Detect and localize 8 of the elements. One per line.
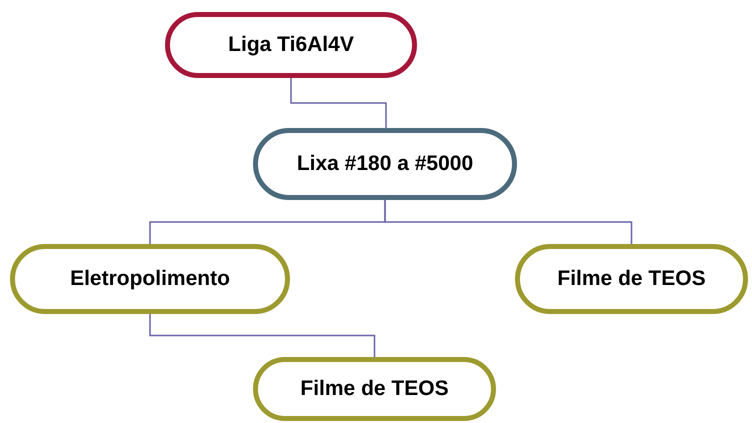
connector-line — [149, 314, 376, 357]
box-label: Liga Ti6Al4V — [228, 33, 354, 57]
connector-line — [290, 78, 387, 128]
box-label: Lixa #180 a #5000 — [296, 152, 474, 176]
connector-line — [384, 200, 632, 244]
box-label: Filme de TEOS — [557, 267, 706, 291]
box-label: Eletropolimento — [70, 267, 230, 291]
box-label: Filme de TEOS — [300, 377, 449, 401]
